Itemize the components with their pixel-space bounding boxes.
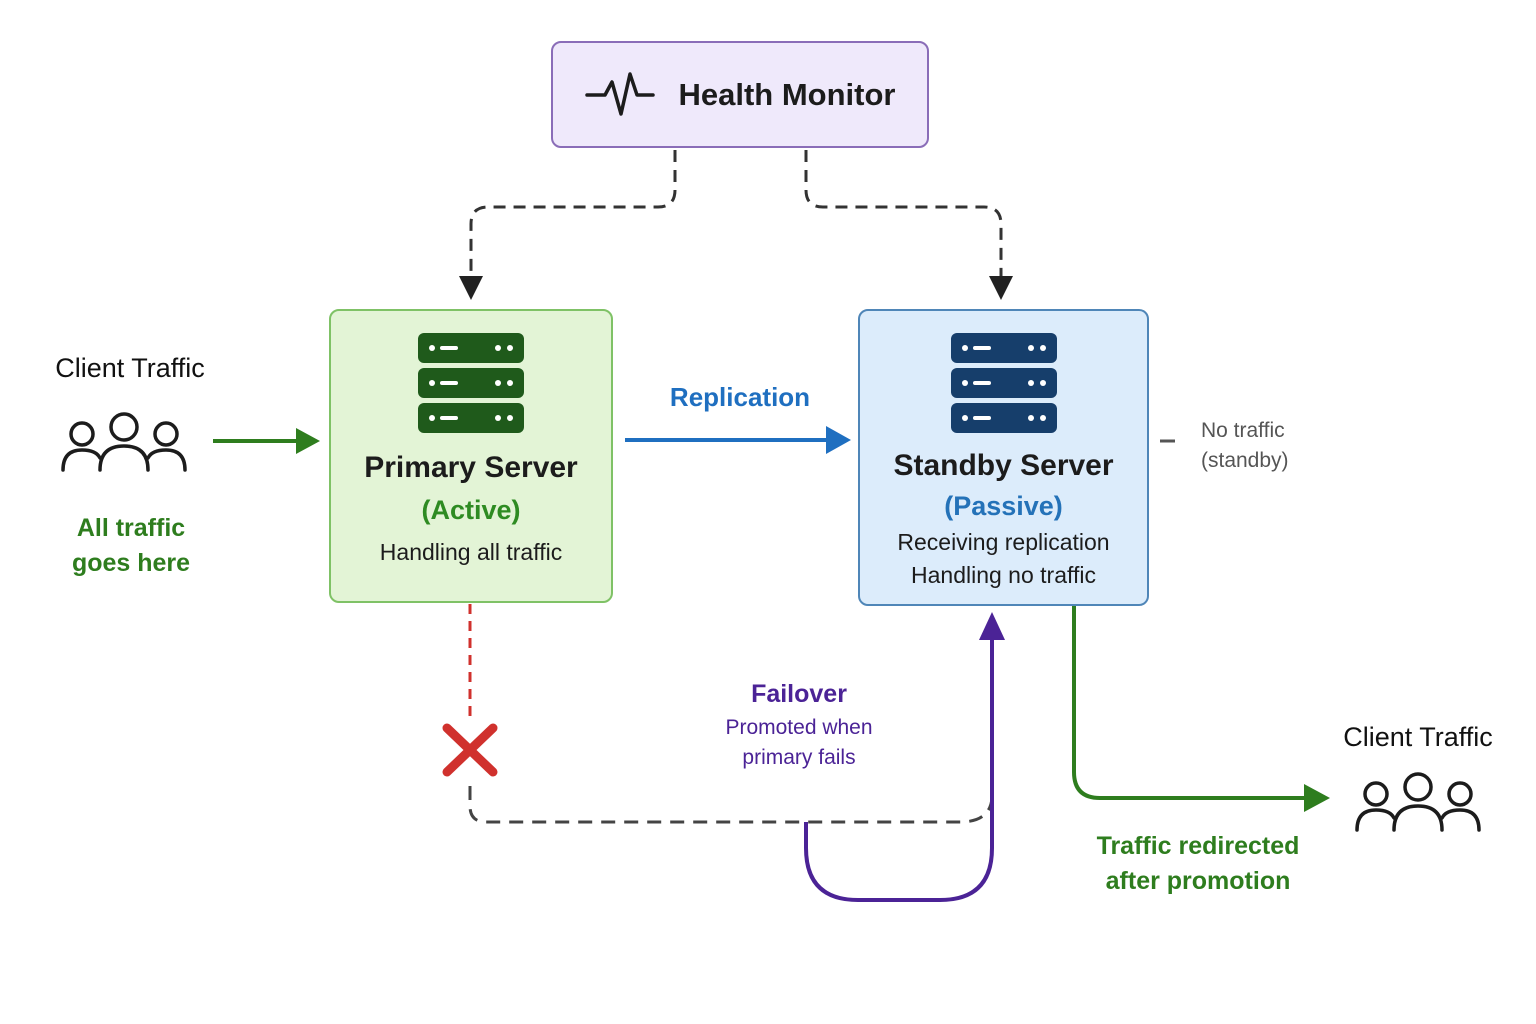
failover-arrowhead bbox=[979, 612, 1005, 640]
client-traffic-left-note: All traffic goes here bbox=[40, 511, 222, 581]
client-traffic-right-note-line1: Traffic redirected bbox=[1096, 832, 1300, 860]
replication-label: Replication bbox=[669, 382, 811, 412]
redirect-arrowhead bbox=[1304, 784, 1330, 812]
server-rack-icon bbox=[418, 333, 524, 433]
standby-server-role: (Passive) bbox=[944, 491, 1063, 521]
standby-server-description: Receiving replication Handling no traffi… bbox=[897, 526, 1109, 592]
health-monitor-title: Health Monitor bbox=[678, 76, 896, 112]
failover-sub-line2: primary fails bbox=[742, 746, 856, 769]
standby-server-description-line1: Receiving replication bbox=[897, 529, 1110, 555]
client-traffic-right-title: Client Traffic bbox=[1343, 722, 1493, 752]
client-to-primary-arrowhead bbox=[296, 428, 320, 454]
server-rack-icon bbox=[950, 333, 1057, 433]
monitor-to-primary-arrowhead bbox=[459, 276, 483, 300]
client-traffic-left-note-line2: goes here bbox=[71, 549, 191, 577]
standby-server-box: Standby Server (Passive) Receiving repli… bbox=[858, 309, 1149, 606]
monitor-to-standby-link bbox=[804, 150, 1003, 278]
failover-path-dashed bbox=[468, 786, 994, 824]
standby-server-name: Standby Server bbox=[893, 449, 1114, 482]
heartbeat-icon bbox=[584, 71, 655, 116]
standby-no-traffic-note: No traffic (standby) bbox=[1201, 416, 1289, 476]
failover-arrow bbox=[804, 638, 994, 902]
replication-arrowhead bbox=[826, 426, 851, 454]
users-icon bbox=[61, 412, 187, 472]
client-traffic-right-note-line2: after promotion bbox=[1105, 867, 1291, 895]
failover-title: Failover bbox=[751, 680, 847, 708]
monitor-to-primary-link bbox=[469, 150, 677, 278]
failover-sub-line1: Promoted when bbox=[725, 716, 873, 739]
standby-no-traffic-line1: No traffic bbox=[1201, 419, 1285, 442]
standby-no-traffic-line2: (standby) bbox=[1201, 449, 1289, 472]
client-traffic-left-note-line1: All traffic bbox=[76, 514, 186, 542]
primary-server-description: Handling all traffic bbox=[379, 539, 563, 565]
primary-server-box: Primary Server (Active) Handling all tra… bbox=[329, 309, 613, 603]
redirect-arrow bbox=[1072, 606, 1306, 800]
standby-server-description-line2: Handling no traffic bbox=[911, 562, 1096, 588]
monitor-to-standby-arrowhead bbox=[989, 276, 1013, 300]
client-traffic-right-note: Traffic redirected after promotion bbox=[1080, 829, 1316, 899]
primary-server-role: (Active) bbox=[421, 495, 521, 525]
users-icon bbox=[1355, 772, 1481, 832]
client-traffic-left-title: Client Traffic bbox=[55, 353, 205, 383]
failover-label: Failover Promoted when primary fails bbox=[690, 680, 908, 773]
cross-icon bbox=[442, 723, 498, 777]
health-monitor-box: Health Monitor bbox=[551, 41, 929, 148]
primary-server-name: Primary Server bbox=[364, 451, 578, 484]
